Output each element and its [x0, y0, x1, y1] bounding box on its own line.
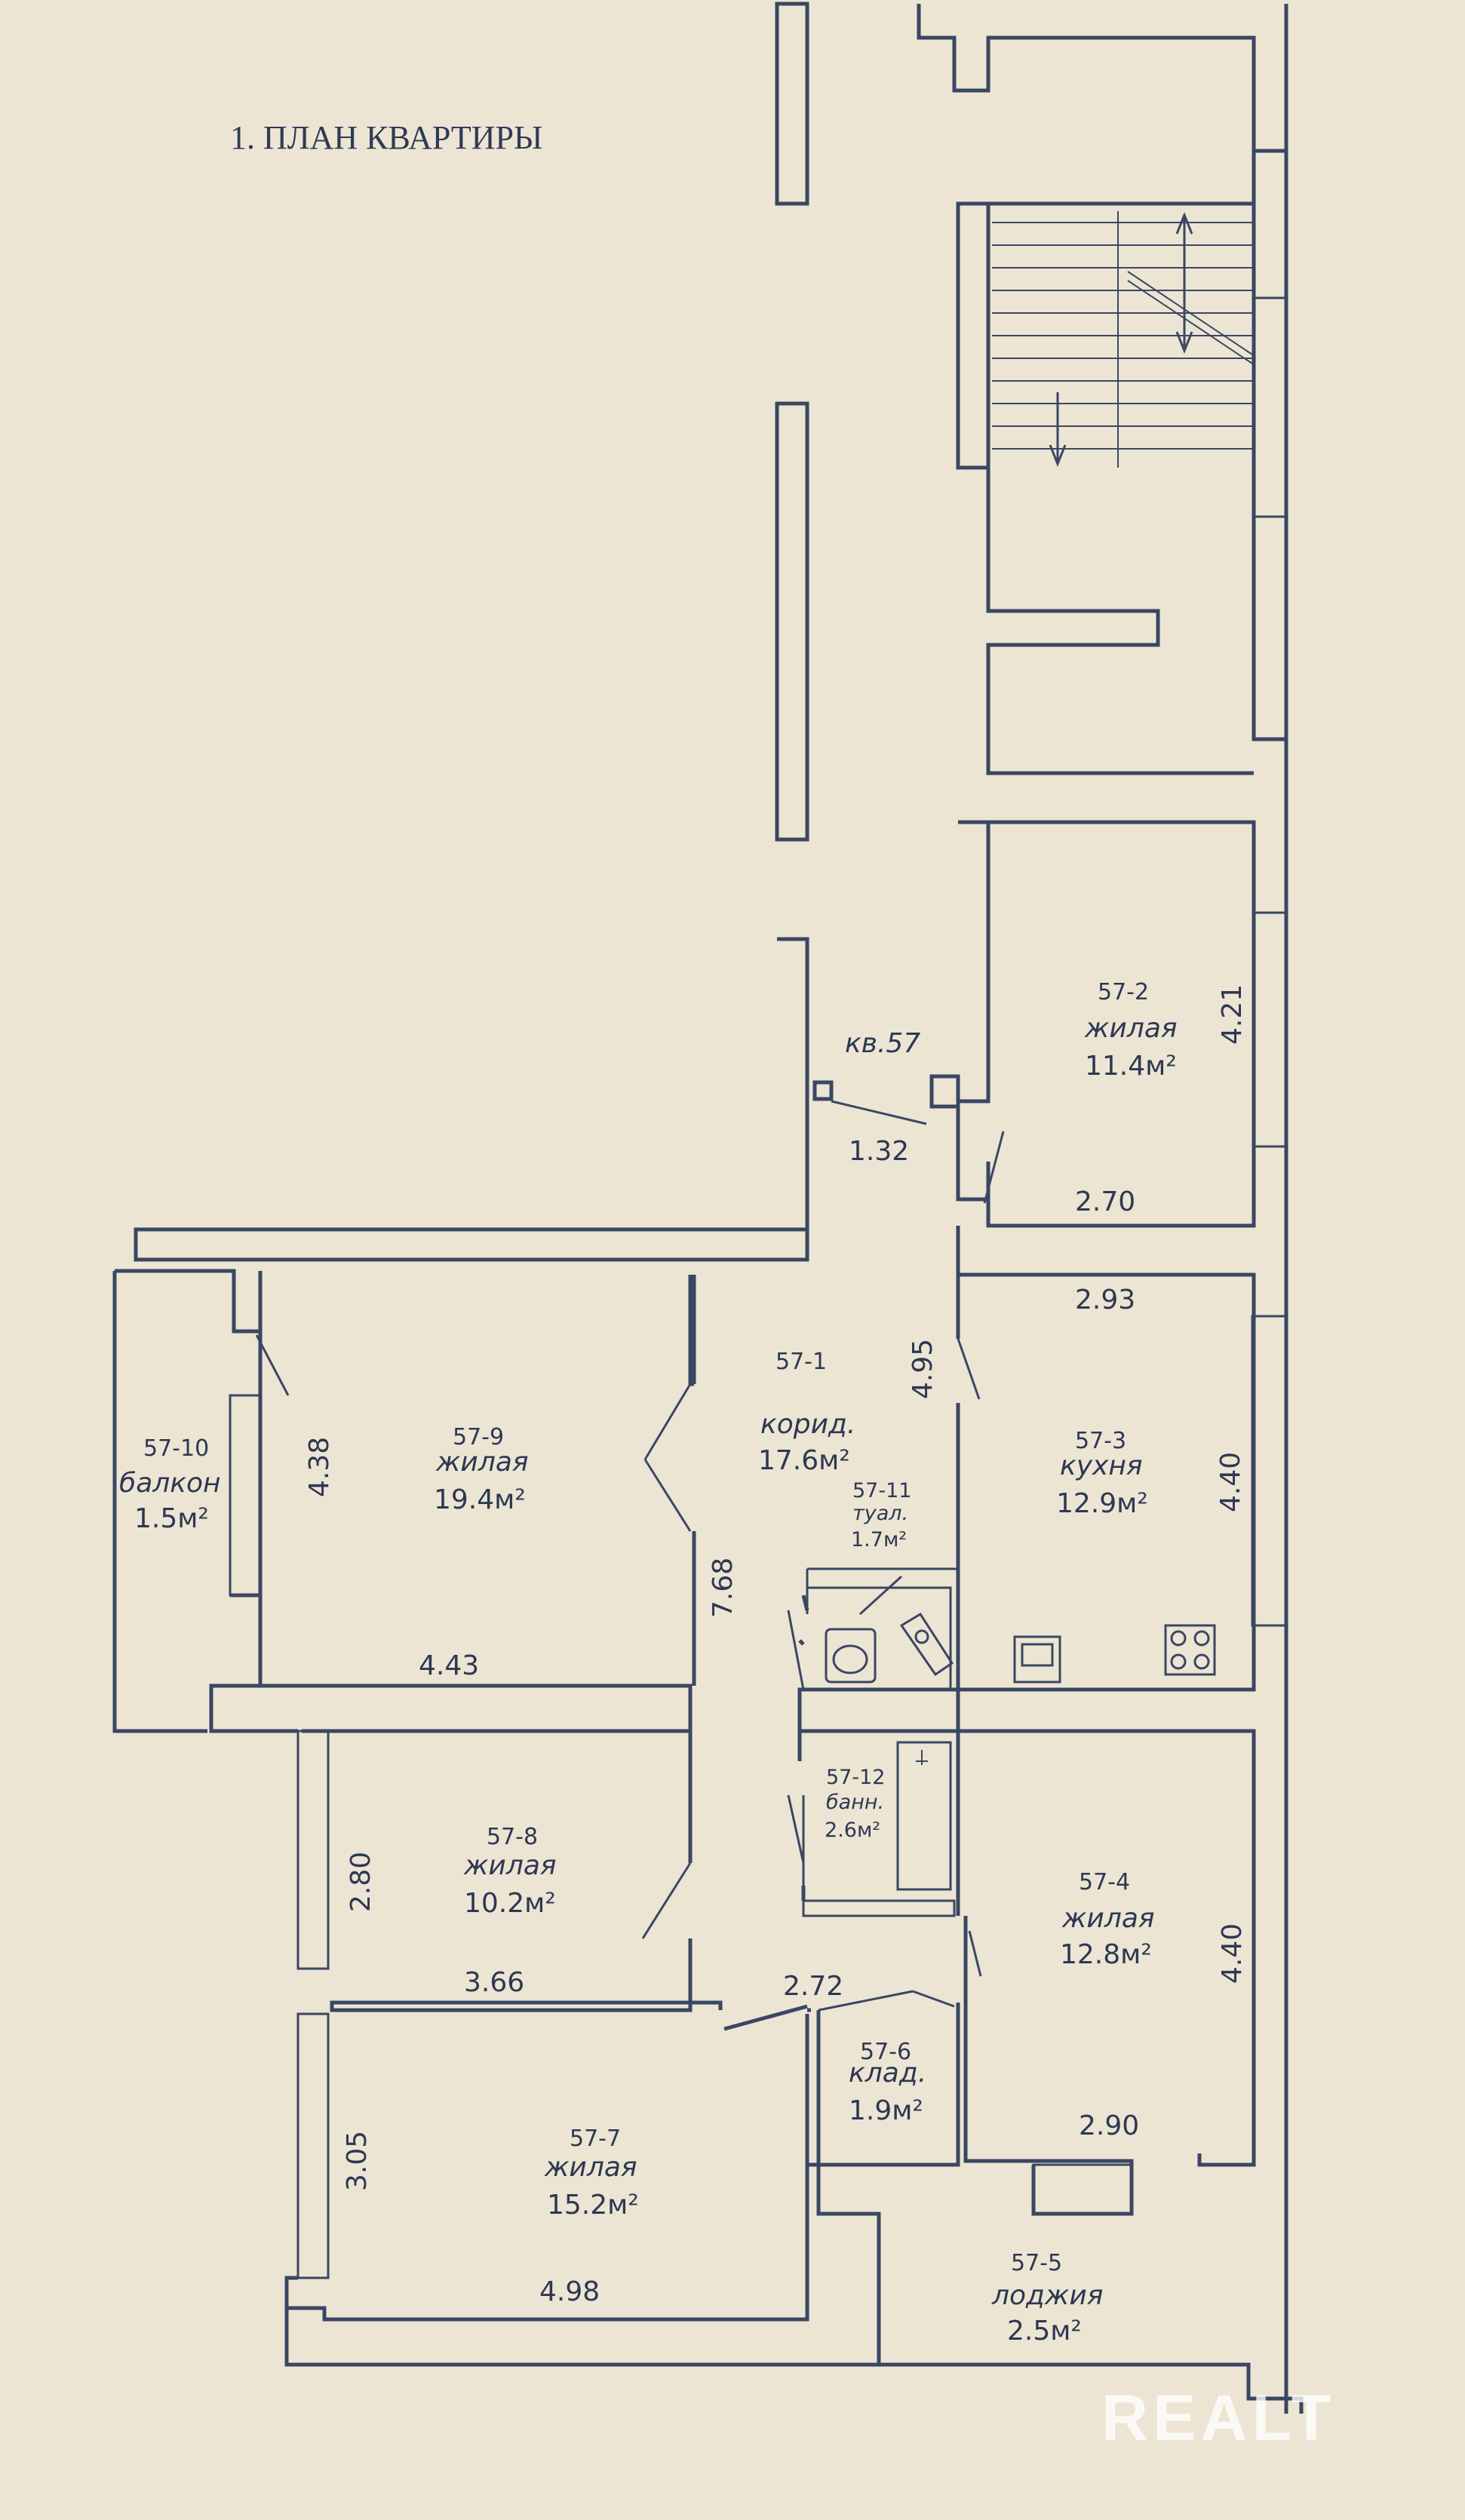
room-57-6-id: 57-6 [860, 2039, 911, 2065]
dim-4-98: 4.98 [539, 2276, 600, 2307]
realt-watermark: REALT [1101, 2382, 1335, 2454]
dim-1-32: 1.32 [849, 1136, 909, 1167]
plan-title: 1. ПЛАН КВАРТИРЫ [230, 119, 542, 156]
room-57-11-name: туал. [852, 1502, 908, 1525]
dim-3-66: 3.66 [464, 1967, 524, 1998]
room-57-3-name: кухня [1060, 1450, 1143, 1481]
room-57-6-area: 1.9м² [849, 2095, 923, 2126]
room-57-2: 57-2 жилая 11.4м² [1084, 979, 1178, 1082]
dim-4-38: 4.38 [304, 1437, 335, 1497]
room-57-5-id: 57-5 [1011, 2250, 1062, 2276]
room-57-8-id: 57-8 [487, 1824, 538, 1850]
room-57-5-area: 2.5м² [1007, 2316, 1082, 2347]
dim-2-90: 2.90 [1079, 2110, 1139, 2141]
dim-7-68: 7.68 [708, 1558, 739, 1618]
dim-4-40-kitchen: 4.40 [1215, 1452, 1246, 1512]
room-57-3: 57-3 кухня 12.9м² [1056, 1428, 1148, 1519]
room-57-3-id: 57-3 [1075, 1428, 1126, 1454]
room-57-10: 57-10 балкон 1.5м² [119, 1435, 221, 1534]
dim-2-72: 2.72 [783, 1971, 843, 2002]
room-57-8-area: 10.2м² [464, 1888, 556, 1919]
room-57-4-area: 12.8м² [1060, 1939, 1152, 1970]
room-57-2-area: 11.4м² [1085, 1051, 1177, 1082]
room-57-1-area: 17.6м² [758, 1445, 850, 1476]
room-57-9-name: жилая [435, 1447, 529, 1478]
room-57-7-area: 15.2м² [547, 2190, 639, 2221]
room-57-11-area: 1.7м² [851, 1528, 907, 1552]
room-57-1-id: 57-1 [775, 1349, 827, 1375]
apartment-label: кв.57 [845, 1028, 920, 1059]
room-57-4-id: 57-4 [1079, 1869, 1130, 1895]
room-57-8-name: жилая [463, 1850, 557, 1881]
fixtures [825, 1612, 1216, 1684]
room-57-10-name: балкон [119, 1468, 221, 1499]
dim-3-05: 3.05 [342, 2131, 373, 2191]
room-57-12-id: 57-12 [826, 1766, 885, 1789]
room-57-9-id: 57-9 [453, 1424, 504, 1450]
room-57-5: 57-5 лоджия 2.5м² [991, 2250, 1103, 2347]
dim-4-21: 4.21 [1217, 984, 1248, 1045]
room-57-12-area: 2.6м² [825, 1819, 880, 1842]
dim-4-40-room4: 4.40 [1217, 1923, 1248, 1984]
room-57-7-id: 57-7 [570, 2126, 621, 2152]
dim-2-80: 2.80 [346, 1852, 376, 1912]
room-57-2-name: жилая [1084, 1013, 1178, 1044]
room-57-11-id: 57-11 [852, 1479, 911, 1502]
room-57-5-name: лоджия [991, 2280, 1103, 2311]
room-57-10-id: 57-10 [143, 1435, 209, 1462]
room-57-9: 57-9 жилая 19.4м² [434, 1424, 529, 1515]
room-57-9-area: 19.4м² [434, 1484, 526, 1515]
room-57-1-name: корид. [760, 1409, 855, 1440]
dim-4-43: 4.43 [419, 1650, 479, 1681]
dim-4-95: 4.95 [908, 1339, 938, 1399]
room-57-7: 57-7 жилая 15.2м² [544, 2126, 639, 2221]
room-57-4-name: жилая [1061, 1903, 1155, 1934]
dim-2-93: 2.93 [1075, 1285, 1135, 1315]
room-57-7-name: жилая [544, 2152, 637, 2183]
walls [112, 2, 1304, 2414]
room-57-11: 57-11 туал. 1.7м² [851, 1479, 911, 1552]
room-57-3-area: 12.9м² [1056, 1488, 1148, 1519]
room-57-1: 57-1 корид. 17.6м² [758, 1349, 855, 1476]
room-57-4: 57-4 жилая 12.8м² [1060, 1869, 1155, 1970]
room-57-6-name: клад. [849, 2058, 926, 2089]
room-57-8: 57-8 жилая 10.2м² [463, 1824, 557, 1919]
doors [255, 1100, 1254, 2166]
room-57-6: 57-6 клад. 1.9м² [849, 2039, 926, 2126]
room-57-2-id: 57-2 [1098, 979, 1149, 1005]
room-57-12-name: банн. [826, 1791, 884, 1814]
dim-2-70: 2.70 [1075, 1186, 1135, 1217]
room-57-12: 57-12 банн. 2.6м² [825, 1766, 885, 1842]
room-57-10-area: 1.5м² [134, 1503, 209, 1534]
dimension-labels: 1.32 4.21 2.70 2.93 4.95 4.40 4.38 4.43 … [304, 984, 1248, 2307]
